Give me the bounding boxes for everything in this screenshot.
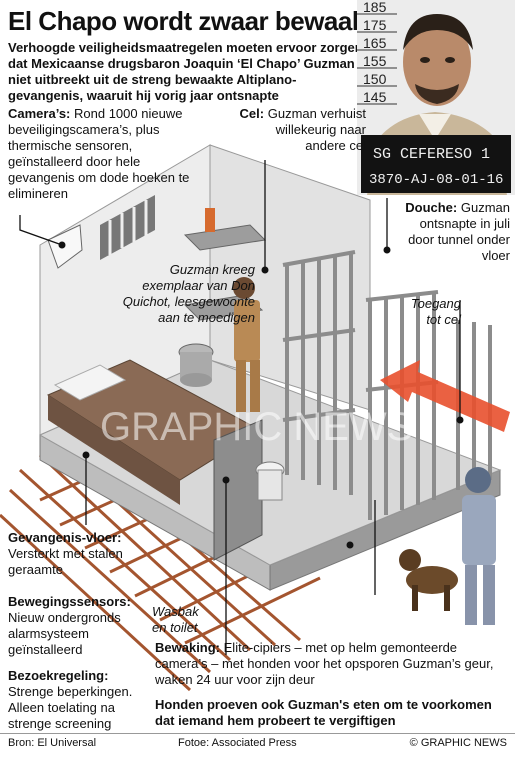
watermark: GRAPHIC NEWS [100,405,413,449]
footer-photo-credit: Fotoe: Associated Press [178,737,297,749]
book-icon [205,208,215,232]
label-cell: Cel: Guzman verhuist willekeurig naar an… [239,106,366,153]
label-guard: Bewaking: Elite-cipiers – met op helm ge… [155,640,494,687]
cell-window [100,195,155,260]
subtitle: Verhoogde veiligheidsmaatregelen moeten … [8,40,363,103]
label-dogs: Honden proeven ook Guzman's eten om te v… [155,697,492,728]
label-floor: Gevangenis-vloer: Versterkt met stalen g… [8,530,123,577]
label-book: Guzman kreeg exemplaar van Don Quichot, … [122,262,255,325]
height-mark: 175 [363,17,387,33]
label-cameras: Camera’s: Rond 1000 nieuwe beveiligingsc… [8,106,190,201]
cell-bars [282,250,356,495]
dog-figure [399,549,458,611]
height-mark: 155 [363,53,387,69]
page-title: El Chapo wordt zwaar bewaakt [8,6,374,36]
pillow [53,364,127,401]
label-motion: Bewegingssensors:Nieuw ondergronds alarm… [8,594,131,657]
prisoner-figure [233,277,260,412]
label-shower: Douche: Guzman ontsnapte in juli door tu… [405,200,510,263]
placard-line-2: 3870-AJ-08-01-16 [369,172,503,188]
guard-figure [462,467,496,625]
footer-source: Bron: El Universal [8,737,97,749]
height-mark: 185 [363,0,387,15]
label-visits: Bezoekregeling:Strenge beperkingen. Alle… [8,668,133,731]
access-arrow [380,360,510,432]
height-mark: 165 [363,35,387,51]
mugshot-photo: 185 175 165 155 150 145 SG CEFERESO 1 38… [357,0,515,195]
height-mark: 145 [363,89,387,105]
footer-divider [0,733,515,734]
height-mark: 150 [363,71,387,87]
footer-credit: © GRAPHIC NEWS [409,737,507,749]
label-sink: Wasbak en toilet [152,604,199,635]
placard-line-1: SG CEFERESO 1 [373,146,490,163]
mugshot-illustration: 185 175 165 155 150 145 SG CEFERESO 1 38… [357,0,515,195]
label-access: Toegang tot cel [410,296,461,327]
